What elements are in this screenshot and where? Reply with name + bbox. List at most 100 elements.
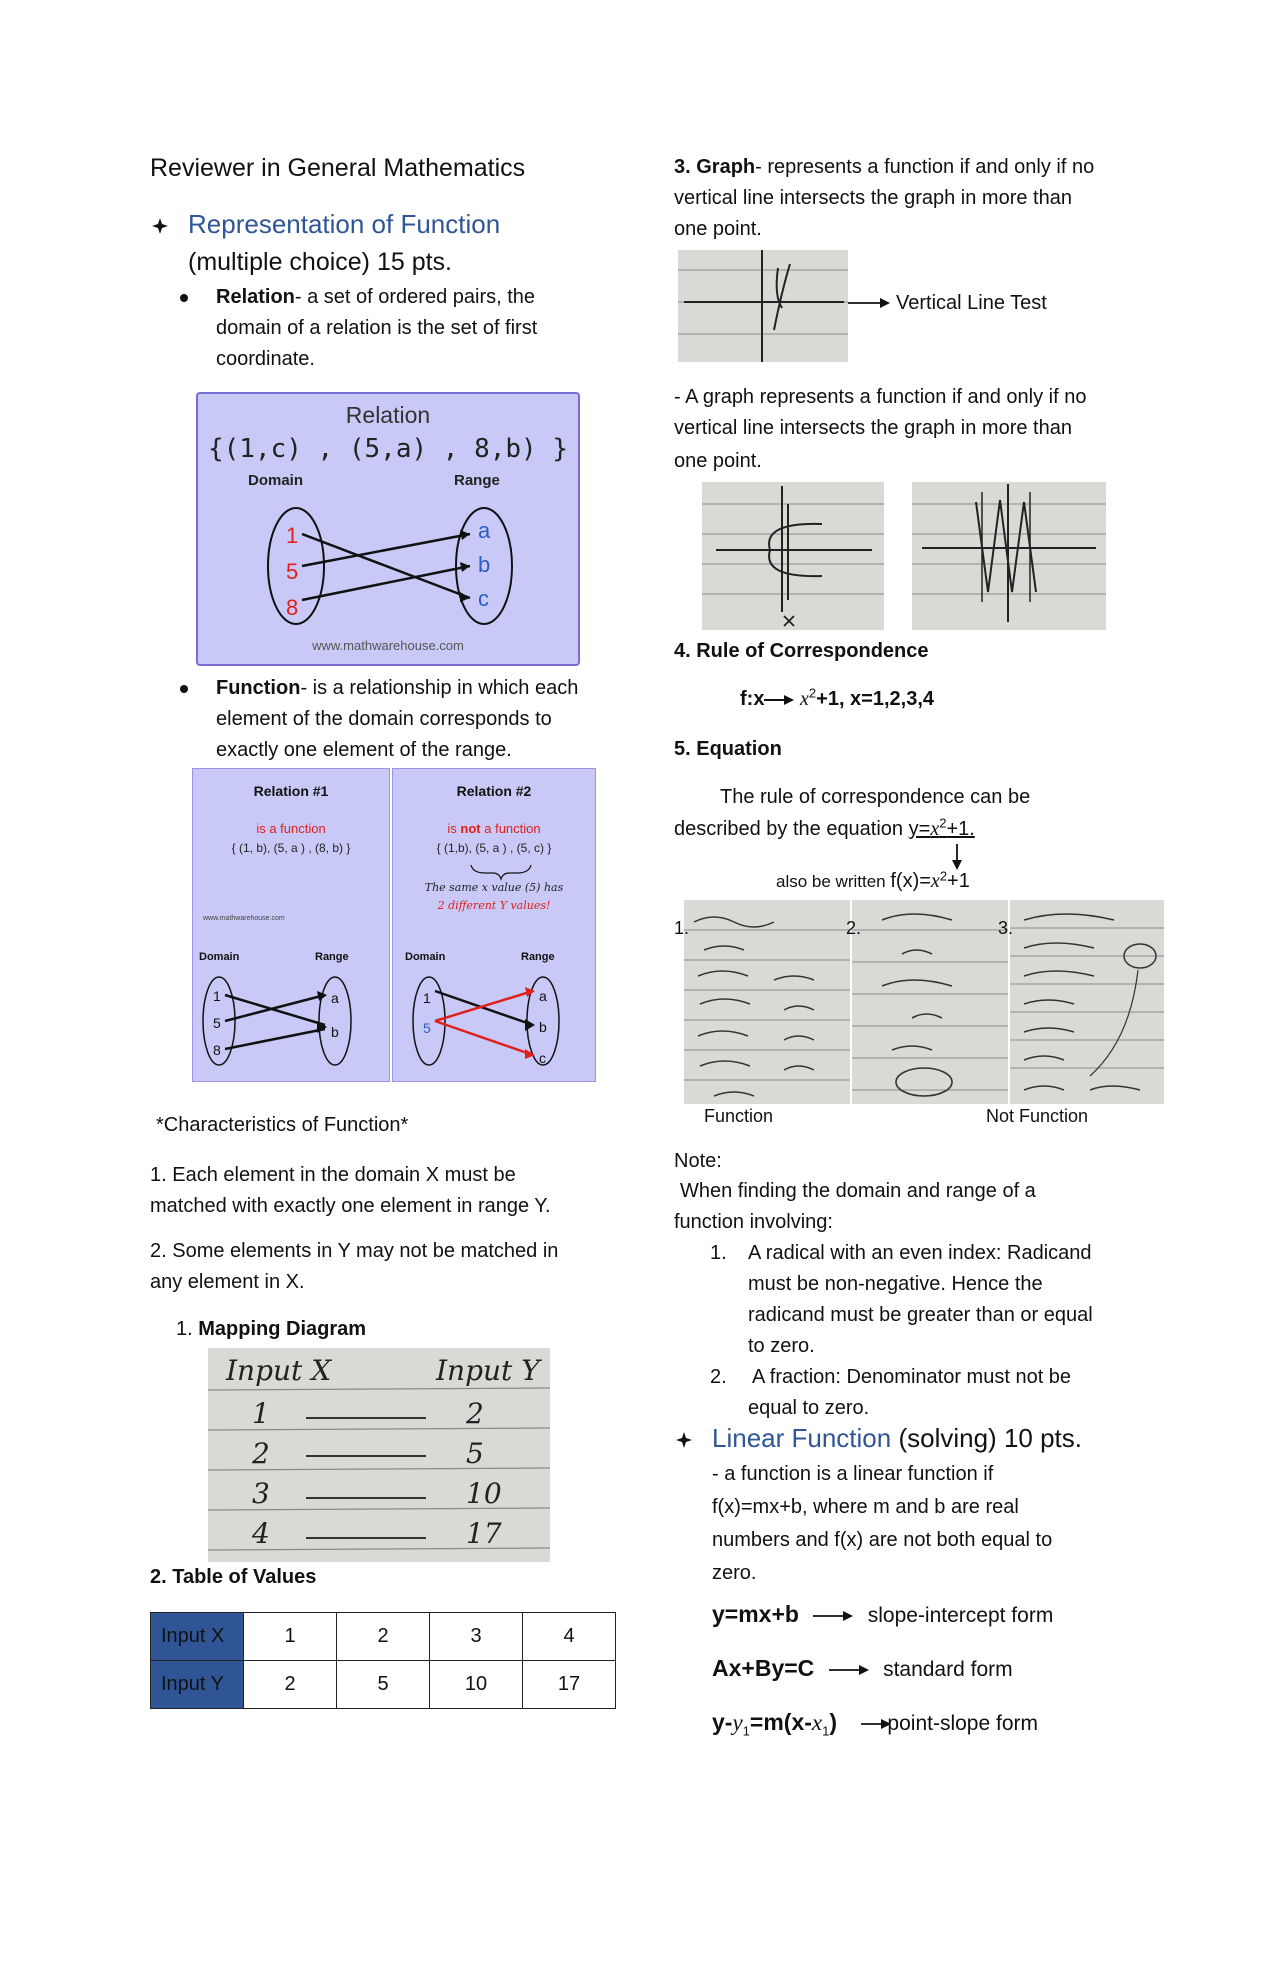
document-title: Reviewer in General Mathematics <box>150 154 526 182</box>
linear-form-row: Ax+By=C standard form <box>712 1650 1013 1688</box>
function-definition: Function- is a relationship in which eac… <box>216 677 579 699</box>
characteristics-heading: *Characteristics of Function* <box>156 1114 409 1136</box>
mapping-y-value: 5 <box>466 1437 484 1470</box>
range-value: b <box>539 1019 547 1035</box>
relation-2-domain-label: Domain <box>405 951 446 963</box>
relation-1-range-label: Range <box>315 951 349 963</box>
photo-label: 2. <box>846 918 862 938</box>
function-term: Function <box>216 677 301 699</box>
bullet-dot <box>180 294 188 302</box>
table-cell: 10 <box>429 1660 523 1709</box>
handwritten-solution-photo <box>1010 900 1164 1104</box>
characteristic-2-line1: 2. Some elements in Y may not be matched… <box>150 1240 559 1262</box>
relation-1-source: www.mathwarehouse.com <box>203 915 285 922</box>
mapping-col-x: Input X <box>226 1354 332 1387</box>
domain-value: 1 <box>423 990 431 1006</box>
form-name: point-slope form <box>887 1712 1038 1735</box>
notebook-lines <box>684 916 850 1097</box>
figure-range-label: Range <box>454 472 500 489</box>
relation-1-domain-label: Domain <box>199 951 240 963</box>
graph-example-photo <box>912 482 1106 630</box>
relation-definition: Relation- a set of ordered pairs, the <box>216 286 536 308</box>
equation-formula: y=x2+1. <box>908 815 975 840</box>
relation-1-arrows <box>202 976 352 1066</box>
diamond-bullet-icon <box>152 218 168 234</box>
photo-label: 1. <box>674 918 690 938</box>
relation-2-note-line1: The same x value (5) has <box>424 881 564 894</box>
arrow-right-icon <box>848 298 890 308</box>
handwritten-solution-photo <box>852 900 1008 1104</box>
graph-example-sketch <box>912 484 1106 622</box>
table-cell: 5 <box>336 1660 430 1709</box>
table-cell: 4 <box>522 1612 616 1661</box>
vertical-line-test-graph <box>678 250 848 362</box>
linear-def-line1: - a function is a linear function if <box>712 1463 994 1485</box>
mapping-x-value: 1 <box>252 1397 270 1430</box>
notebook-lines <box>208 1387 550 1551</box>
function-definition-line2: element of the domain corresponds to <box>216 708 552 730</box>
graph-definition-line2: vertical line intersects the graph in mo… <box>674 187 1072 209</box>
graph-definition-line3: one point. <box>674 218 762 240</box>
figure-domain-label: Domain <box>248 472 304 489</box>
arrow-right-icon <box>828 1664 869 1675</box>
linear-def-line3: numbers and f(x) are not both equal to <box>712 1529 1053 1551</box>
table-row-label: Input X <box>150 1612 244 1661</box>
relation-2-title: Relation #2 <box>456 783 532 799</box>
relation-term: Relation <box>216 286 295 308</box>
table-of-values-heading: 2. Table of Values <box>150 1566 317 1588</box>
linear-def-line2: f(x)=mx+b, where m and b are real <box>712 1496 1019 1518</box>
characteristic-1-line2: matched with exactly one element in rang… <box>150 1195 551 1217</box>
relation-2-status: is not a function <box>447 821 541 836</box>
form-equation: y-y1=m(x-x1) <box>712 1709 838 1739</box>
note-item-1-line1: A radical with an even index: Radicand <box>748 1242 1092 1264</box>
range-value: a <box>331 990 339 1006</box>
linear-def-line4: zero. <box>712 1562 757 1584</box>
table-cell: 2 <box>243 1660 337 1709</box>
domain-value: 5 <box>423 1020 431 1036</box>
mapping-y-value: 10 <box>466 1477 502 1510</box>
equation-alternate-form: also be written f(x)=x2+1 <box>776 868 970 892</box>
diamond-bullet-icon <box>676 1432 692 1448</box>
bullet-dot <box>180 685 188 693</box>
form-name: standard form <box>883 1658 1013 1681</box>
note-intro-line2: function involving: <box>674 1211 833 1233</box>
mapping-x-value: 3 <box>252 1477 270 1510</box>
rule-of-correspondence-heading: 4. Rule of Correspondence <box>674 640 929 662</box>
vertical-line-test-label: Vertical Line Test <box>896 292 1047 314</box>
mapping-y-value: 17 <box>466 1517 502 1550</box>
equation-text-line1: The rule of correspondence can be <box>720 786 1031 808</box>
rule-of-correspondence-formula: f:x x2+1, x=1,2,3,4 <box>740 685 935 710</box>
graph-definition: 3. Graph- represents a function if and o… <box>674 156 1095 178</box>
note-intro-line1: When finding the domain and range of a <box>680 1180 1036 1202</box>
equation-heading: 5. Equation <box>674 738 782 760</box>
notebook-lines <box>1010 913 1164 1091</box>
note-item-number: 2. <box>710 1366 727 1388</box>
domain-value: 1 <box>213 988 221 1004</box>
table-row: Input X 1 2 3 4 <box>150 1612 616 1661</box>
vertical-line-test-photo <box>678 250 848 362</box>
domain-value: 1 <box>286 523 299 548</box>
arrow-down-icon <box>952 844 962 870</box>
relation-definition-line3: coordinate. <box>216 348 315 370</box>
relation-definition-line2: domain of a relation is the set of first <box>216 317 538 339</box>
section-heading-representation: Representation of Function <box>188 209 501 239</box>
linear-function-heading: Linear Function (solving) 10 pts. <box>712 1423 1082 1453</box>
relation-2-note-line2: 2 different Y values! <box>437 899 551 912</box>
form-equation: y=mx+b <box>712 1601 799 1627</box>
graph-example-sketch <box>702 486 884 627</box>
photo-label: 3. <box>998 918 1014 938</box>
mapping-x-value: 4 <box>252 1517 270 1550</box>
linear-form-row: y=mx+b slope-intercept form <box>712 1596 1053 1634</box>
function-definition-line3: exactly one element of the range. <box>216 739 512 761</box>
note-item-1-line4: to zero. <box>748 1335 815 1357</box>
domain-value: 8 <box>286 595 299 620</box>
range-value: c <box>478 586 489 611</box>
range-value: a <box>478 518 491 543</box>
note-item-1-line3: radicand must be greater than or equal <box>748 1304 1093 1326</box>
relation-2-set: { (1,b), (5, a ) , (5, c) } <box>436 841 552 855</box>
domain-value: 5 <box>286 559 299 584</box>
range-value: b <box>331 1024 339 1040</box>
form-name: slope-intercept form <box>867 1604 1054 1627</box>
relation-1-figure: Relation #1 is a function { (1, b), (5, … <box>192 768 390 1082</box>
table-cell: 3 <box>429 1612 523 1661</box>
